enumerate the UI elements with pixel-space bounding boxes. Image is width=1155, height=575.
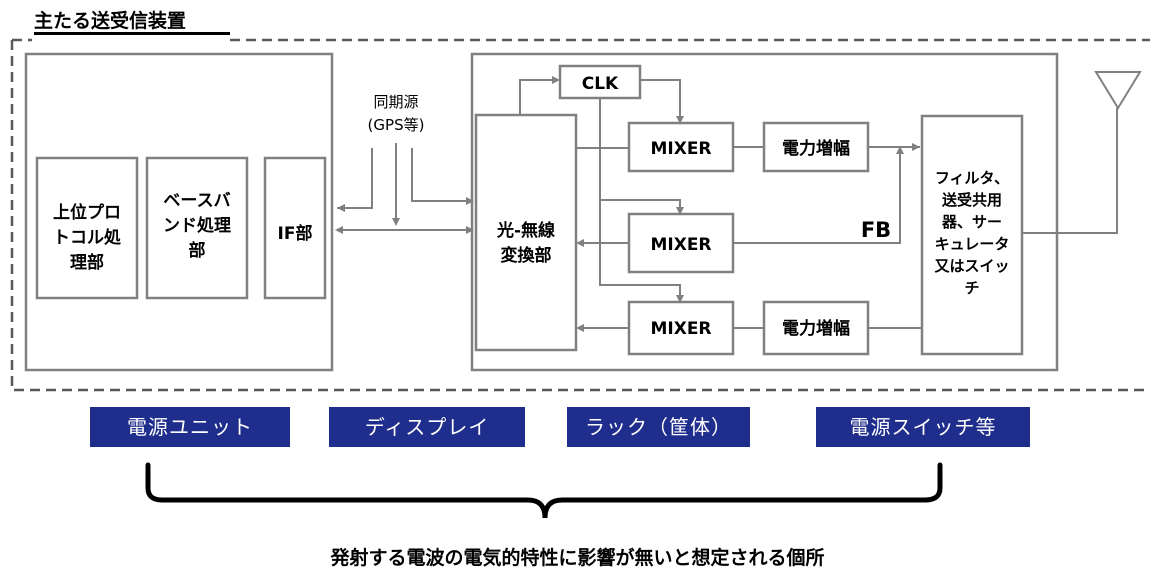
optical-clk-line	[519, 79, 558, 115]
optical-block	[474, 113, 578, 352]
baseband-block	[145, 156, 249, 300]
filter-label-6: チ	[964, 279, 979, 297]
amp-1-label: 電力増幅	[782, 138, 850, 159]
if-block	[263, 156, 327, 300]
mixer-tx1-label: MIXER	[650, 139, 711, 159]
optical-label-1: 光-無線	[496, 220, 555, 241]
mixer-rx-label: MIXER	[650, 235, 711, 255]
sync-label-line2: (GPS等)	[368, 116, 425, 134]
antenna-feed-line	[1022, 108, 1118, 234]
baseband-label-2: ンド処理	[163, 216, 231, 236]
protocol-label-1: 上位プロ	[53, 202, 121, 223]
mixer-tx2-block	[627, 300, 735, 356]
filter-label-5: 又はスイッ	[934, 257, 1009, 275]
chip-display: ディスプレイ	[329, 407, 525, 447]
sync-line-3	[411, 148, 470, 202]
filter-label-3: 器、サー	[941, 213, 1002, 231]
clk-label: CLK	[582, 74, 619, 94]
filter-label-1: フィルタ、	[935, 169, 1009, 187]
signal-lines	[337, 71, 1142, 329]
protocol-label-2: トコル処	[53, 228, 121, 248]
filter-block	[920, 114, 1024, 356]
mixer-tx2-label: MIXER	[650, 319, 711, 339]
protocol-block	[35, 156, 139, 300]
chip-power-unit: 電源ユニット	[90, 407, 290, 447]
fb-line	[733, 150, 901, 244]
chip-rack: ラック（筐体）	[567, 407, 750, 447]
arrowheads	[335, 76, 920, 332]
sync-label-line1: 同期源	[373, 93, 418, 111]
sync-line-1	[337, 148, 373, 209]
optical-label-2: 変換部	[501, 245, 552, 266]
diagram-title: 主たる送受信装置	[34, 10, 187, 32]
clk-block	[558, 64, 642, 100]
amp-2-block	[762, 300, 870, 356]
filter-label-4: キュレータ	[935, 235, 1010, 253]
baseband-label-1: ベースバ	[163, 191, 230, 211]
chip-power-switch: 電源スイッチ等	[816, 407, 1030, 447]
baseband-label-3: 部	[189, 240, 206, 261]
main-device-boundary	[10, 38, 1150, 392]
fb-label: FB	[861, 218, 891, 242]
grouping-brace	[145, 462, 943, 519]
title-underline	[34, 32, 230, 35]
antenna-icon	[1094, 71, 1142, 110]
protocol-label-3: 理部	[70, 252, 104, 273]
clk-mixer1-line	[640, 79, 681, 121]
if-label: IF部	[278, 223, 313, 244]
amp-2-label: 電力増幅	[782, 318, 850, 339]
footer-caption: 発射する電波の電気的特性に影響が無いと想定される個所	[330, 547, 825, 569]
filter-label-2: 送受共用	[941, 191, 1002, 209]
